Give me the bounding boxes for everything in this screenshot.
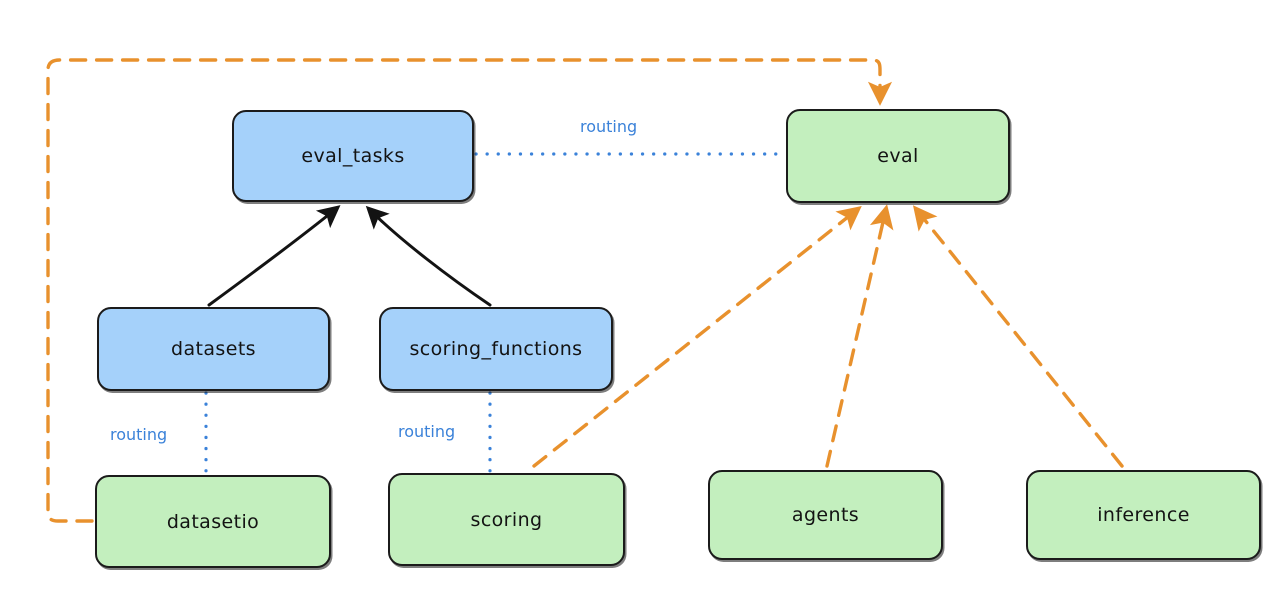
node-label: scoring xyxy=(470,508,543,531)
edge-label-routing-eval-tasks-eval: routing xyxy=(580,117,638,136)
node-label: scoring_functions xyxy=(409,338,583,360)
node-scoring[interactable]: scoring xyxy=(388,473,625,566)
node-eval[interactable]: eval xyxy=(786,109,1010,203)
node-label: eval xyxy=(877,145,919,167)
node-datasets[interactable]: datasets xyxy=(97,307,330,391)
node-scoring-functions[interactable]: scoring_functions xyxy=(379,307,613,391)
edge-agents-to-eval xyxy=(825,204,894,468)
node-label: inference xyxy=(1097,504,1190,526)
node-agents[interactable]: agents xyxy=(708,470,943,560)
node-inference[interactable]: inference xyxy=(1026,470,1261,560)
edge-datasets-to-eval-tasks xyxy=(207,205,341,307)
node-label: agents xyxy=(791,504,860,526)
edge-label-routing-scoring-functions-scoring: routing xyxy=(398,422,456,441)
edge-scoring-to-eval xyxy=(532,206,862,468)
node-label: datasetio xyxy=(166,510,260,533)
edge-inference-to-eval xyxy=(912,205,1124,468)
node-label: eval_tasks xyxy=(301,145,405,167)
edge-label-routing-datasets-datasetio: routing xyxy=(110,425,168,444)
edge-datasetio-to-eval xyxy=(46,58,893,523)
edge-scoring-functions-to-eval-tasks xyxy=(365,205,492,307)
node-eval-tasks[interactable]: eval_tasks xyxy=(232,110,474,202)
node-datasetio[interactable]: datasetio xyxy=(95,475,331,568)
node-label: datasets xyxy=(171,338,256,360)
